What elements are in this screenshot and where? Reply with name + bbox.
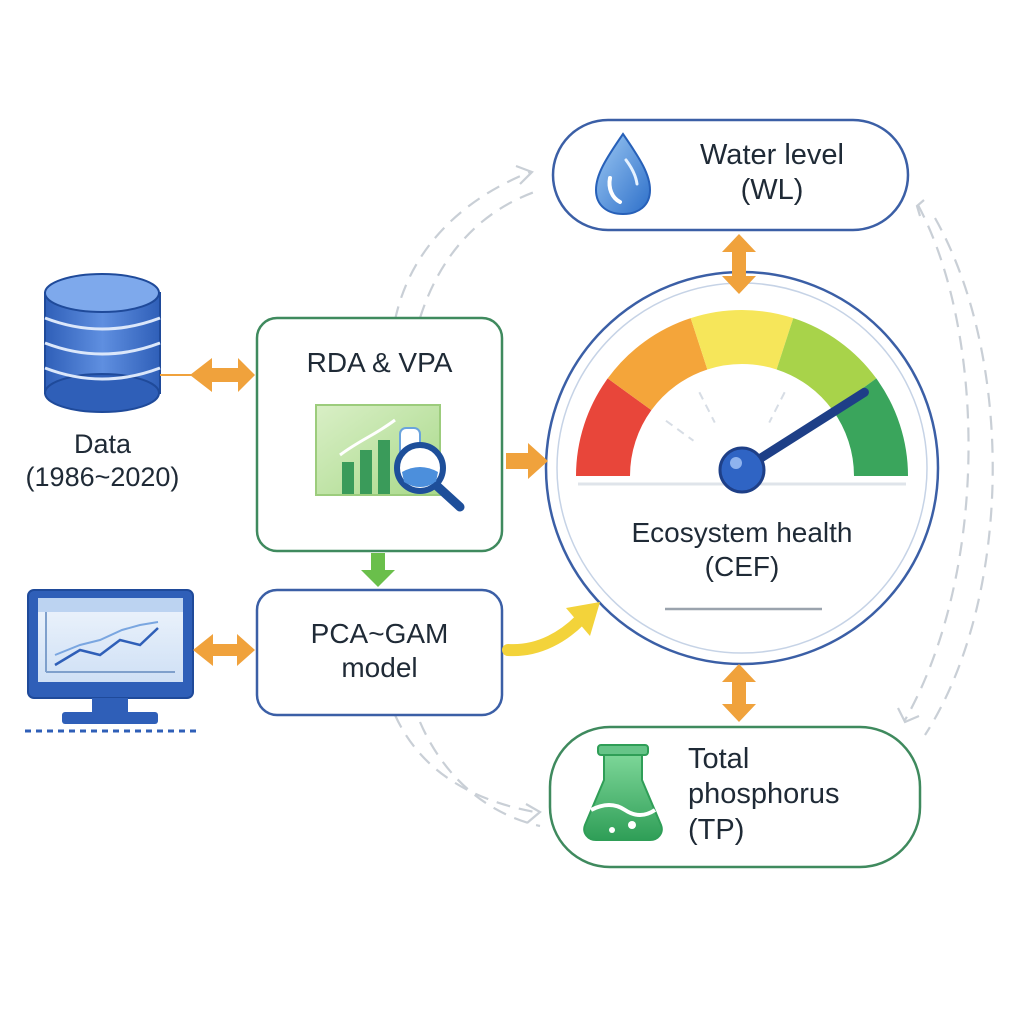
pca-gam-line1: PCA~GAM xyxy=(310,618,449,649)
background-flow-curves xyxy=(393,170,994,828)
pca-gam-label: PCA~GAM model xyxy=(257,617,502,685)
ecosystem-health-line1: Ecosystem health xyxy=(631,517,853,548)
chart-magnifier-icon xyxy=(315,404,465,512)
ecosystem-health-label: Ecosystem health (CEF) xyxy=(592,516,892,584)
water-drop-icon xyxy=(594,132,652,216)
flow-curve-left-upper xyxy=(393,170,531,321)
data-store-range: (1986~2020) xyxy=(25,461,180,492)
gauge-tick-2 xyxy=(698,391,716,423)
flow-curve-left-lower-2 xyxy=(418,721,541,828)
data-store-title: Data xyxy=(73,429,132,459)
arrow-wl-gauge xyxy=(722,234,756,294)
arrow-monitor-pca xyxy=(193,634,255,666)
arrow-gauge-tp xyxy=(722,664,756,722)
arrow-rda-pca xyxy=(361,553,395,587)
pca-gam-line2: model xyxy=(341,652,418,684)
total-phosphorus-line2: phosphorus xyxy=(688,778,840,811)
arrow-data-rda xyxy=(160,358,255,392)
flow-curve-right-1 xyxy=(904,204,970,721)
flow-curve-left-lower xyxy=(393,714,536,814)
total-phosphorus-line3: (TP) xyxy=(688,813,745,846)
ecosystem-health-line2: (CEF) xyxy=(704,551,780,583)
gauge-color-bands xyxy=(576,310,908,476)
data-store-label: Data (1986~2020) xyxy=(10,428,195,494)
gauge-band-lime xyxy=(776,318,877,411)
water-level-line2: (WL) xyxy=(740,174,804,207)
total-phosphorus-line1: Total xyxy=(688,743,750,775)
gauge-tick-3 xyxy=(768,391,786,423)
flask-icon xyxy=(583,744,663,841)
water-level-label: Water level (WL) xyxy=(662,138,882,209)
flow-curve-left-upper-2 xyxy=(418,188,541,319)
gauge-band-orange xyxy=(607,318,708,411)
gauge-icon xyxy=(544,270,940,666)
pca-gam-box[interactable] xyxy=(255,588,504,717)
flow-curve-right-2 xyxy=(924,217,994,736)
arrow-rda-gauge xyxy=(506,443,548,479)
background-flow-arrowheads xyxy=(515,164,925,824)
monitor-chart-icon xyxy=(25,589,200,733)
database-icon xyxy=(44,273,161,413)
gauge-band-red xyxy=(576,378,652,476)
gauge-band-yellow xyxy=(690,310,794,370)
arrow-pca-gauge xyxy=(502,602,600,657)
water-level-line1: Water level xyxy=(700,139,844,171)
gauge-tick-1 xyxy=(665,419,695,442)
gauge-needle xyxy=(737,387,869,475)
rda-vpa-title: RDA & VPA xyxy=(306,347,453,378)
total-phosphorus-label: Total phosphorus (TP) xyxy=(688,742,908,848)
